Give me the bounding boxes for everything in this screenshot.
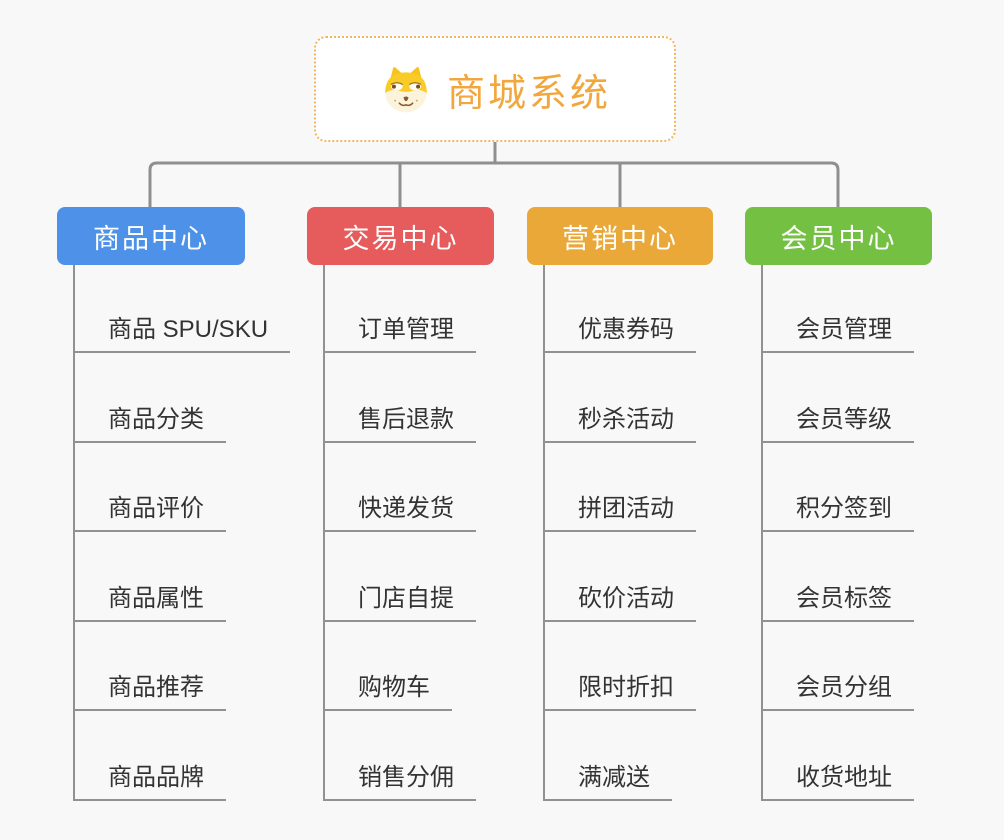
leaf-node[interactable]: 购物车 [325,622,452,711]
branch-children-member-center: 会员管理 会员等级 积分签到 会员标签 会员分组 收货地址 [761,265,914,801]
branch-node-trade-center[interactable]: 交易中心 [307,207,494,265]
root-node-label: 商城系统 [446,72,611,115]
branch-node-marketing-center[interactable]: 营销中心 [527,207,713,265]
leaf-node[interactable]: 售后退款 [325,353,476,443]
leaf-node[interactable]: 商品 SPU/SKU [75,265,291,353]
branch-node-member-center[interactable]: 会员中心 [745,207,932,265]
leaf-node[interactable]: 会员标签 [763,532,914,622]
doge-face-icon [379,64,433,114]
leaf-node[interactable]: 快递发货 [325,443,476,532]
leaf-node[interactable]: 满减送 [545,711,672,801]
leaf-node[interactable]: 会员管理 [763,265,914,353]
leaf-node[interactable]: 拼团活动 [545,443,696,532]
leaf-node[interactable]: 商品分类 [75,353,226,443]
leaf-node[interactable]: 秒杀活动 [545,353,696,443]
branch-node-product-center[interactable]: 商品中心 [57,207,245,265]
root-node[interactable]: 商城系统 [314,36,676,142]
branch-children-product-center: 商品 SPU/SKU 商品分类 商品评价 商品属性 商品推荐 商品品牌 [73,265,291,801]
branch-children-marketing-center: 优惠券码 秒杀活动 拼团活动 砍价活动 限时折扣 满减送 [543,265,696,801]
branch-children-trade-center: 订单管理 售后退款 快递发货 门店自提 购物车 销售分佣 [323,265,476,801]
leaf-node[interactable]: 会员等级 [763,353,914,443]
leaf-node[interactable]: 商品评价 [75,443,226,532]
leaf-node[interactable]: 销售分佣 [325,711,476,801]
leaf-node[interactable]: 订单管理 [325,265,476,353]
leaf-node[interactable]: 商品品牌 [75,711,226,801]
leaf-node[interactable]: 砍价活动 [545,532,696,622]
leaf-node[interactable]: 限时折扣 [545,622,696,711]
leaf-node[interactable]: 会员分组 [763,622,914,711]
leaf-node[interactable]: 积分签到 [763,443,914,532]
leaf-node[interactable]: 商品推荐 [75,622,226,711]
leaf-node[interactable]: 商品属性 [75,532,226,622]
leaf-node[interactable]: 门店自提 [325,532,476,622]
leaf-node[interactable]: 收货地址 [763,711,914,801]
leaf-node[interactable]: 优惠券码 [545,265,696,353]
